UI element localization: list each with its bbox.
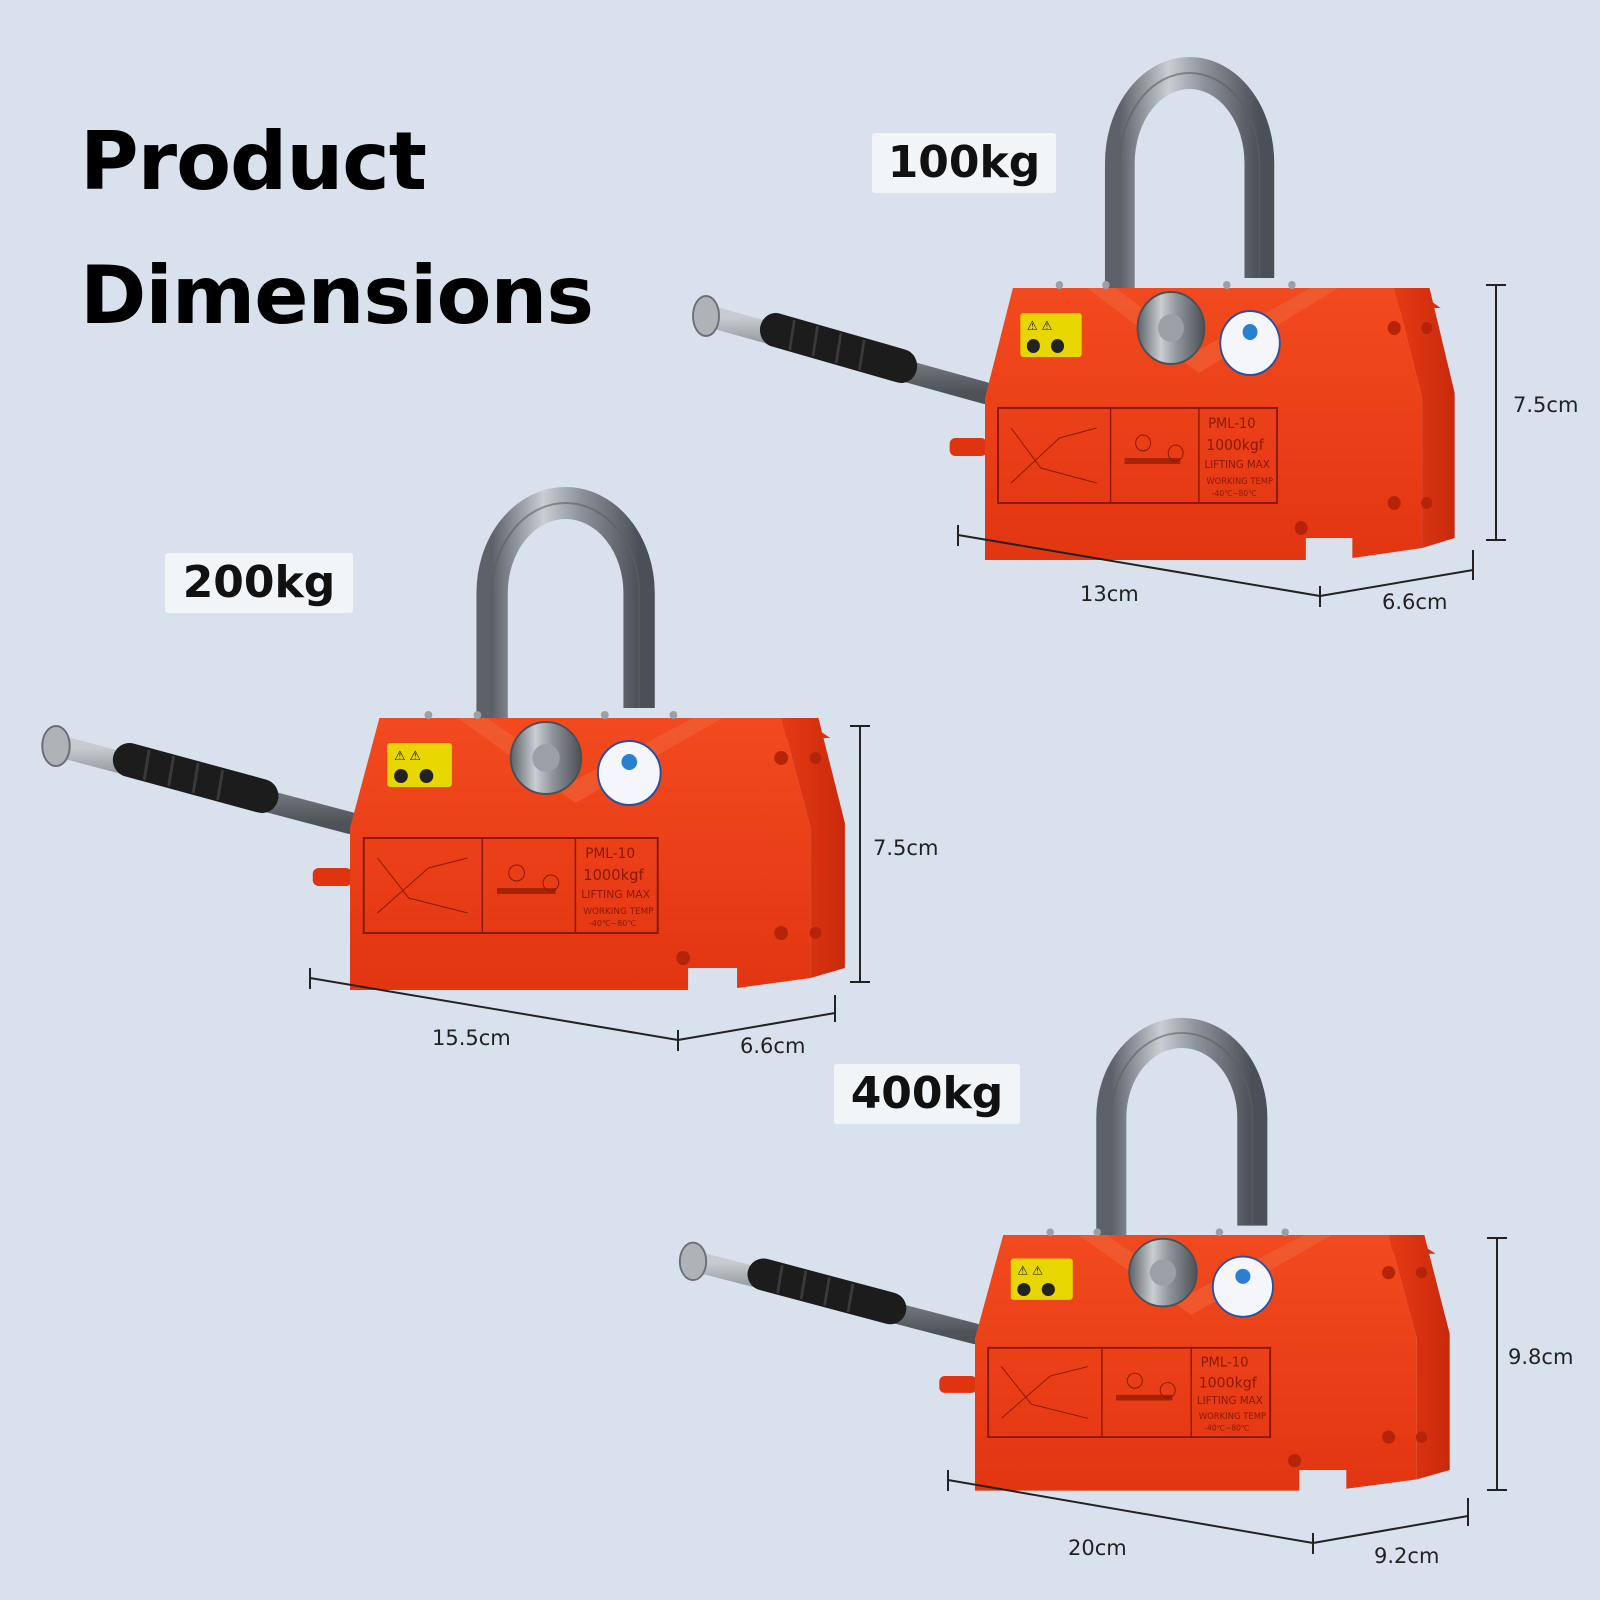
width-label-200: 6.6cm	[740, 1034, 806, 1058]
height-label-200: 7.5cm	[873, 836, 939, 860]
page-title: Product Dimensions	[80, 95, 594, 363]
dimension-lines-100	[957, 284, 1506, 607]
dimension-lines-400	[947, 1237, 1507, 1554]
width-label-100: 6.6cm	[1382, 590, 1448, 614]
dimension-lines-200	[309, 725, 870, 1051]
magnet-100kg	[693, 73, 1506, 607]
magnet-400kg	[680, 1033, 1507, 1554]
width-label-400: 9.2cm	[1374, 1544, 1440, 1568]
capacity-badge-400: 400kg	[834, 1064, 1020, 1124]
title-line-1: Product	[80, 115, 427, 208]
magnet-200kg	[42, 503, 870, 1051]
capacity-badge-200: 200kg	[165, 553, 353, 613]
height-label-400: 9.8cm	[1508, 1345, 1574, 1369]
height-label-100: 7.5cm	[1513, 393, 1579, 417]
length-label-400: 20cm	[1068, 1536, 1127, 1560]
title-line-2: Dimensions	[80, 249, 594, 342]
length-label-200: 15.5cm	[432, 1026, 511, 1050]
length-label-100: 13cm	[1080, 582, 1139, 606]
capacity-badge-100: 100kg	[872, 133, 1056, 193]
